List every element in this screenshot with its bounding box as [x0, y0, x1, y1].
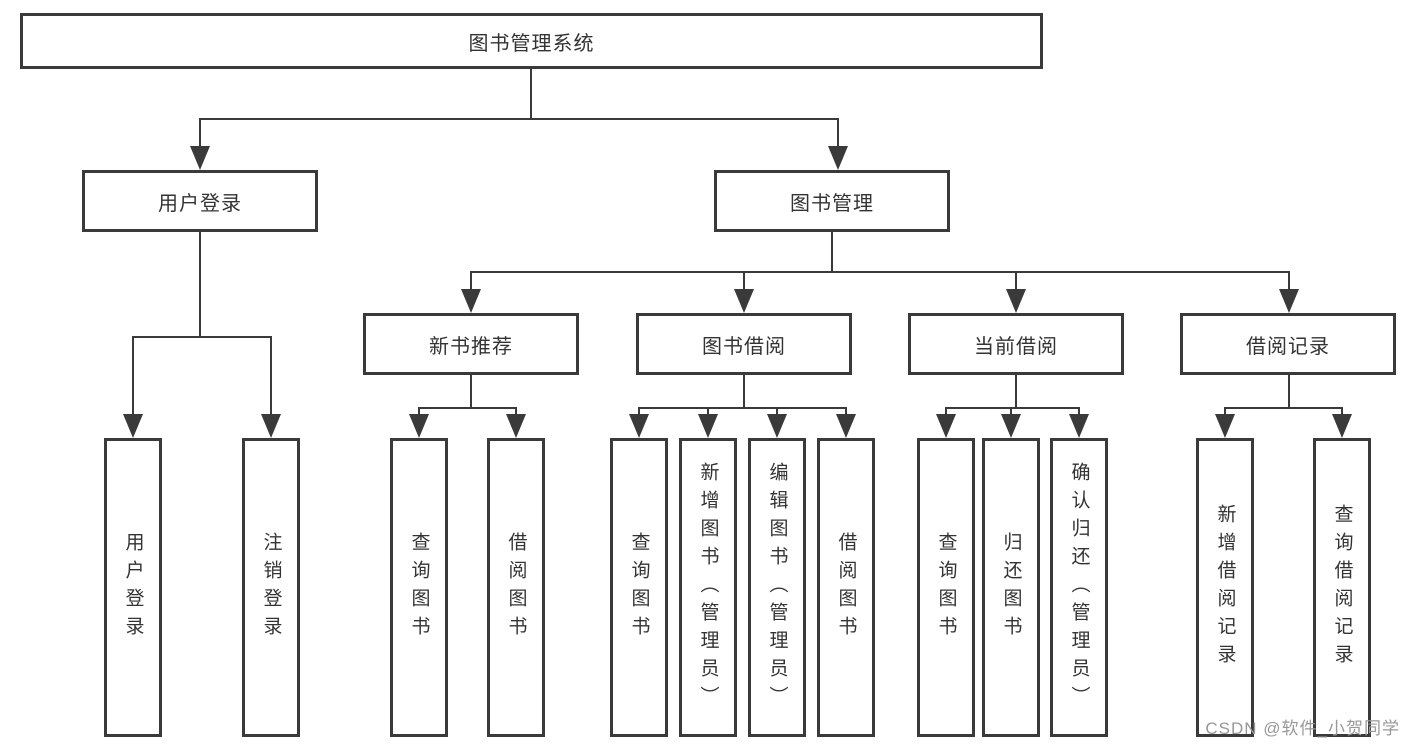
- leaf-query-books: 查询图书: [917, 438, 975, 737]
- arrow-down-icon: [936, 414, 956, 438]
- connector-line: [1341, 407, 1343, 416]
- connector-line: [707, 407, 709, 416]
- connector-line: [638, 407, 640, 416]
- connector-line: [831, 232, 833, 271]
- leaf-label: 查询图书: [408, 531, 430, 644]
- arrow-down-icon: [1279, 289, 1299, 313]
- connector-line: [776, 407, 778, 416]
- arrow-down-icon: [698, 414, 718, 438]
- connector-line: [530, 69, 532, 118]
- watermark: CSDN @软件_小贺同学: [1205, 719, 1400, 738]
- node-book-management: 图书管理: [714, 170, 950, 232]
- arrow-down-icon: [409, 414, 429, 438]
- leaf-confirm-return-admin: 确认归还（管理员）: [1050, 438, 1108, 737]
- connector-line: [470, 271, 472, 291]
- leaf-user-login: 用户登录: [104, 438, 162, 737]
- arrow-down-icon: [767, 414, 787, 438]
- connector-line: [199, 118, 839, 120]
- leaf-query-books: 查询图书: [390, 438, 448, 737]
- leaf-add-books-admin: 新增图书（管理员）: [679, 438, 737, 737]
- connector-line: [945, 407, 1080, 409]
- leaf-query-borrow-record: 查询借阅记录: [1313, 438, 1371, 737]
- leaf-edit-books-admin: 编辑图书（管理员）: [748, 438, 806, 737]
- leaf-label: 编辑图书（管理员）: [766, 461, 788, 714]
- arrow-down-icon: [734, 289, 754, 313]
- leaf-label: 新增图书（管理员）: [697, 461, 719, 714]
- leaf-label: 借阅图书: [835, 531, 857, 644]
- connector-line: [132, 336, 272, 338]
- arrow-down-icon: [1069, 414, 1089, 438]
- connector-line: [1288, 271, 1290, 291]
- arrow-down-icon: [828, 146, 848, 170]
- node-library-management-system: 图书管理系统: [20, 13, 1043, 69]
- arrow-down-icon: [261, 414, 281, 438]
- node-borrowing-records: 借阅记录: [1180, 313, 1396, 375]
- leaf-label: 借阅图书: [505, 531, 527, 644]
- arrow-down-icon: [506, 414, 526, 438]
- node-user-login: 用户登录: [82, 170, 318, 232]
- connector-line: [1288, 375, 1290, 407]
- connector-line: [199, 232, 201, 336]
- connector-line: [1224, 407, 1226, 416]
- leaf-borrow-books: 借阅图书: [487, 438, 545, 737]
- arrow-down-icon: [629, 414, 649, 438]
- connector-line: [1224, 407, 1343, 409]
- connector-line: [743, 375, 745, 407]
- connector-line: [845, 407, 847, 416]
- leaf-label: 查询图书: [628, 531, 650, 644]
- arrow-down-icon: [1215, 414, 1235, 438]
- arrow-down-icon: [836, 414, 856, 438]
- connector-line: [743, 271, 745, 291]
- node-book-borrowing: 图书借阅: [636, 313, 852, 375]
- leaf-label: 归还图书: [1000, 531, 1022, 644]
- connector-line: [270, 336, 272, 416]
- connector-line: [1078, 407, 1080, 416]
- connector-line: [638, 407, 847, 409]
- connector-line: [132, 336, 134, 416]
- leaf-label: 用户登录: [122, 531, 144, 644]
- connector-line: [945, 407, 947, 416]
- connector-line: [470, 375, 472, 407]
- connector-line: [1015, 375, 1017, 407]
- connector-line: [418, 407, 517, 409]
- node-new-book-recommendation: 新书推荐: [363, 313, 579, 375]
- leaf-label: 查询借阅记录: [1331, 503, 1353, 672]
- connector-line: [1010, 407, 1012, 416]
- arrow-down-icon: [461, 289, 481, 313]
- connector-line: [418, 407, 420, 416]
- leaf-label: 注销登录: [260, 531, 282, 644]
- leaf-label: 查询图书: [935, 531, 957, 644]
- arrow-down-icon: [123, 414, 143, 438]
- leaf-query-books: 查询图书: [610, 438, 668, 737]
- connector-line: [1015, 271, 1017, 291]
- leaf-borrow-books: 借阅图书: [817, 438, 875, 737]
- arrow-down-icon: [1332, 414, 1352, 438]
- leaf-label: 新增借阅记录: [1214, 503, 1236, 672]
- connector-line: [837, 118, 839, 148]
- connector-line: [199, 118, 201, 148]
- arrow-down-icon: [1001, 414, 1021, 438]
- arrow-down-icon: [1006, 289, 1026, 313]
- node-current-borrowing: 当前借阅: [908, 313, 1124, 375]
- leaf-label: 确认归还（管理员）: [1068, 461, 1090, 714]
- leaf-add-borrow-record: 新增借阅记录: [1196, 438, 1254, 737]
- leaf-logout: 注销登录: [242, 438, 300, 737]
- connector-line: [470, 271, 1290, 273]
- leaf-return-books: 归还图书: [982, 438, 1040, 737]
- arrow-down-icon: [190, 146, 210, 170]
- connector-line: [515, 407, 517, 416]
